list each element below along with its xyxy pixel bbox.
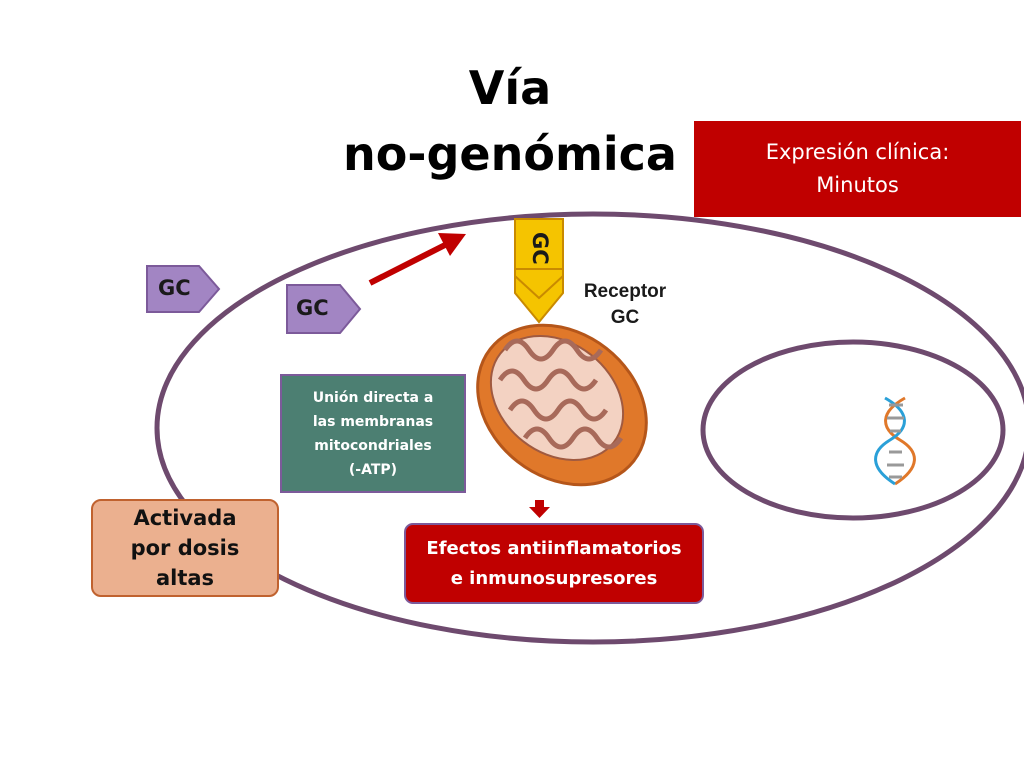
receptor-gc-shape bbox=[514, 218, 564, 324]
mitochondrion-icon bbox=[476, 323, 648, 487]
high-dose-activation-box: Activada por dosis altas bbox=[91, 499, 279, 597]
receptor-line-1: Receptor bbox=[583, 281, 667, 302]
activada-line-3: altas bbox=[155, 566, 215, 590]
gc-tag-outside bbox=[146, 265, 221, 313]
effects-box: Efectos antiinflamatorios e inmunosupres… bbox=[404, 523, 704, 604]
gc-label-outside: GC bbox=[158, 276, 191, 300]
clinical-line-2: Minutos bbox=[816, 173, 899, 197]
union-line-3: mitocondriales bbox=[314, 437, 432, 454]
nucleus bbox=[700, 339, 1006, 521]
cell-membrane bbox=[154, 211, 1024, 645]
small-down-arrow-icon bbox=[529, 500, 550, 518]
title-line-1: Vía bbox=[468, 61, 552, 115]
union-line-1: Unión directa a bbox=[312, 389, 434, 406]
gc-label-inner: GC bbox=[296, 296, 329, 320]
clinical-expression-box: Expresión clínica: Minutos bbox=[694, 121, 1021, 217]
gc-label-receptor-tab: GC bbox=[528, 232, 552, 265]
title-line-2: no-genómica bbox=[343, 127, 677, 181]
gc-tag-inner bbox=[286, 284, 362, 334]
dna-helix-icon bbox=[874, 396, 916, 486]
receptor-line-2: GC bbox=[610, 307, 640, 328]
union-line-2: las membranas bbox=[312, 413, 434, 430]
activada-line-1: Activada bbox=[133, 506, 237, 530]
union-membranes-box: Unión directa a las membranas mitocondri… bbox=[280, 374, 466, 493]
activada-line-2: por dosis bbox=[130, 536, 240, 560]
receptor-gc-label: Receptor GC bbox=[565, 279, 685, 331]
union-line-4: (-ATP) bbox=[348, 461, 398, 478]
page-title: Vía no-genómica bbox=[330, 55, 690, 187]
red-arrow-icon bbox=[368, 233, 466, 286]
efectos-line-1: Efectos antiinflamatorios bbox=[426, 537, 682, 559]
clinical-line-1: Expresión clínica: bbox=[765, 140, 950, 164]
efectos-line-2: e inmunosupresores bbox=[450, 567, 658, 589]
